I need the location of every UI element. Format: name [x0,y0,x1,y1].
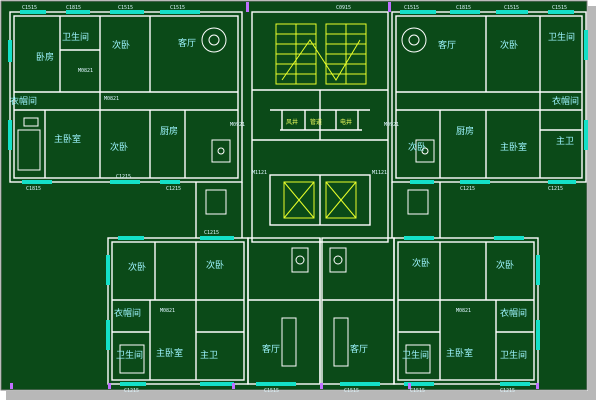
code-c10: C1815 [26,186,41,192]
room-kitchen-ul: 厨房 [160,125,178,137]
room-bath2-lr: 卫生间 [500,349,527,361]
room-bath2-ur: 主卫 [556,135,574,147]
room-bedroom-ul: 卧房 [36,51,54,63]
code-c15: C1215 [204,230,219,236]
code-c13: C1215 [460,186,475,192]
code-c7: C1515 [504,5,519,11]
room-second-ur: 次卧 [408,141,426,153]
code-c12: C1215 [166,186,181,192]
room-living-lr: 客厅 [350,343,368,355]
room-cloak-ll: 衣帽间 [114,307,141,319]
code-m1: M0821 [78,68,93,74]
code-c1: C1515 [22,5,37,11]
plan-walls [9,11,587,385]
room-bath-ur: 卫生间 [548,31,575,43]
room-living-ul: 客厅 [178,37,196,49]
room-bedroom2-ul: 次卧 [112,39,130,51]
room-master-lr: 主卧室 [446,347,473,359]
room-bath-lr: 卫生间 [402,349,429,361]
code-c8: C1515 [552,5,567,11]
room-labels: 卧房 卫生间 次卧 客厅 衣帽间 主卧室 次卧 厨房 客厅 次卧 卫生间 衣帽间… [10,31,579,361]
code-c18: C1515 [344,388,359,394]
room-living-ll: 客厅 [262,343,280,355]
code-c11: C1215 [116,174,131,180]
viewport-shadow-right [588,6,596,394]
code-m7: M0821 [160,308,175,314]
room-bedroom-lr: 次卧 [412,257,430,269]
room-cloak-lr: 衣帽间 [500,307,527,319]
room-bath2-ll: 主卫 [200,349,218,361]
code-m3: M0921 [230,122,245,128]
code-c2: C1815 [66,5,81,11]
room-bedroom2-ur: 次卧 [500,39,518,51]
code-m5: M1121 [372,170,387,176]
code-c16: C1515 [264,388,279,394]
room-master-ll: 主卧室 [156,347,183,359]
room-cloak-ur: 衣帽间 [552,95,579,107]
code-m6: M0921 [384,122,399,128]
viewport-border [0,0,588,391]
room-bath-ll: 卫生间 [116,349,143,361]
code-c9: C0915 [336,5,351,11]
room-living-ur: 客厅 [438,39,456,51]
room-bedroom2-ll: 次卧 [206,259,224,271]
furniture [17,27,435,374]
code-c5: C1515 [404,5,419,11]
code-c20: C1215 [500,388,515,394]
core-label-b: 管道 [310,118,322,126]
grid-ticks [10,2,539,389]
room-bath-ul: 卫生间 [62,31,89,43]
room-master-ur: 主卧室 [500,141,527,153]
code-m8: M0821 [456,308,471,314]
code-c19: C1515 [410,388,425,394]
room-bedroom-ll: 次卧 [128,261,146,273]
room-kitchen-ur: 厨房 [456,125,474,137]
code-c17: C1215 [124,388,139,394]
code-c14: C1215 [548,186,563,192]
core-label-c: 电井 [340,118,352,126]
stairs [275,23,367,219]
code-c4: C1515 [170,5,185,11]
room-second-ul: 次卧 [110,141,128,153]
viewport-shadow-bottom [6,391,596,400]
code-m2: M0821 [104,96,119,102]
room-bedroom2-lr: 次卧 [496,259,514,271]
code-c6: C1815 [456,5,471,11]
room-cloak-ul: 衣帽间 [10,95,37,107]
code-c3: C1515 [118,5,133,11]
opening-codes: C1515 C1815 C1515 C1515 C1515 C1815 C151… [22,5,567,394]
room-master-ul: 主卧室 [54,133,81,145]
windows [8,10,588,386]
core-label-a: 风井 [286,118,298,126]
code-m4: M1121 [252,170,267,176]
